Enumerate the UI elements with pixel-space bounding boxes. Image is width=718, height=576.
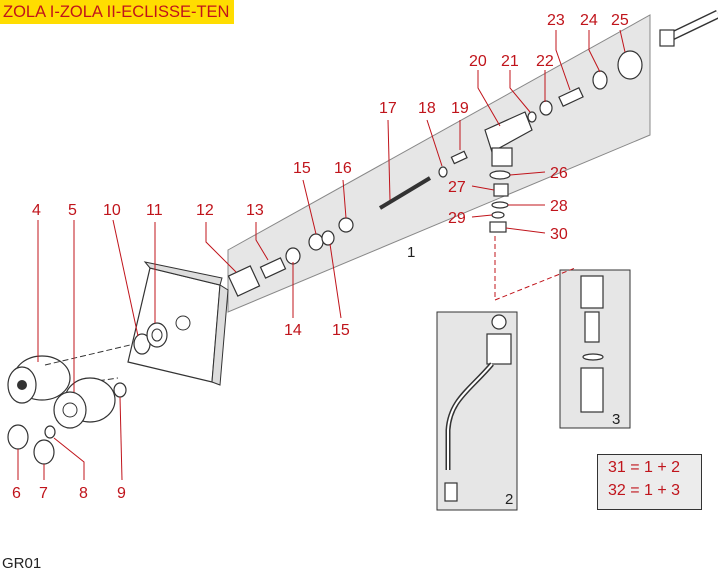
callout-26: 26 (550, 165, 568, 182)
bush-part-22 (539, 100, 553, 116)
callout-20: 20 (469, 53, 487, 70)
callout-29: 29 (448, 210, 466, 227)
washer-part-15b (321, 230, 335, 246)
washer-part-11 (146, 322, 168, 348)
disc-part-6 (7, 424, 29, 450)
callout-28: 28 (550, 198, 568, 215)
callout-25: 25 (611, 12, 629, 29)
pin-part-19 (450, 150, 468, 165)
callout-19: 19 (451, 100, 469, 117)
nut-part-30 (489, 221, 507, 233)
callout-5: 5 (68, 202, 77, 219)
ring-nut-part-5 (53, 377, 116, 429)
knob-part-4 (7, 355, 71, 404)
callout-24: 24 (580, 12, 598, 29)
body-part-20 (484, 111, 533, 167)
callout-2: 2 (505, 491, 513, 508)
callout-17: 17 (379, 100, 397, 117)
oring-part-28 (491, 201, 509, 209)
disc-part-7 (33, 439, 55, 465)
oring-part-8 (44, 425, 56, 439)
steam-wand (444, 314, 512, 502)
callout-13: 13 (246, 202, 264, 219)
callout-1: 1 (407, 244, 415, 261)
frother (580, 275, 604, 413)
spring-part-13 (259, 257, 287, 279)
panel-assembly-1 (227, 14, 651, 313)
callout-9: 9 (117, 485, 126, 502)
spring-part-23 (558, 87, 584, 107)
callout-8: 8 (79, 485, 88, 502)
bush-part-14 (285, 247, 301, 265)
knob-axis (44, 344, 131, 366)
callout-23: 23 (547, 12, 565, 29)
diagram-title: ZOLA I-ZOLA II-ECLISSE-TEN (0, 0, 235, 24)
oring-part-9 (113, 382, 127, 398)
callout-3: 3 (612, 411, 620, 428)
stem-part-17 (378, 176, 432, 210)
callout-10: 10 (103, 202, 121, 219)
callout-14: 14 (284, 322, 302, 339)
nut-part-12 (227, 265, 261, 297)
washer-part-16 (338, 217, 354, 233)
seal-part-29 (491, 211, 505, 219)
callout-12: 12 (196, 202, 214, 219)
callout-22: 22 (536, 53, 554, 70)
callout-7: 7 (39, 485, 48, 502)
callout-30: 30 (550, 226, 568, 243)
connector-to-panel-3 (494, 267, 576, 301)
callout-4: 4 (32, 202, 41, 219)
diagram-code: GR01 (2, 555, 42, 572)
ring-part-24 (592, 70, 608, 90)
callout-21: 21 (501, 53, 519, 70)
washer-part-15a (308, 233, 324, 251)
formula-32: 32 = 1 + 3 (608, 482, 681, 499)
callout-27: 27 (448, 179, 466, 196)
spring-part-27 (493, 183, 509, 197)
mounting-bracket (127, 261, 229, 386)
oring-part-21 (527, 111, 537, 123)
leader-lines (17, 29, 626, 481)
fitting-part-25 (617, 50, 643, 80)
oring-part-18 (438, 166, 448, 178)
callout-15-upper: 15 (293, 160, 311, 177)
hose (659, 9, 718, 47)
formula-box: 31 = 1 + 2 32 = 1 + 3 (597, 454, 702, 510)
callout-18: 18 (418, 100, 436, 117)
callout-11: 11 (146, 202, 163, 219)
ring-part-26 (489, 170, 511, 180)
callout-15-lower: 15 (332, 322, 350, 339)
formula-31: 31 = 1 + 2 (608, 459, 681, 476)
callout-16: 16 (334, 160, 352, 177)
callout-6: 6 (12, 485, 21, 502)
